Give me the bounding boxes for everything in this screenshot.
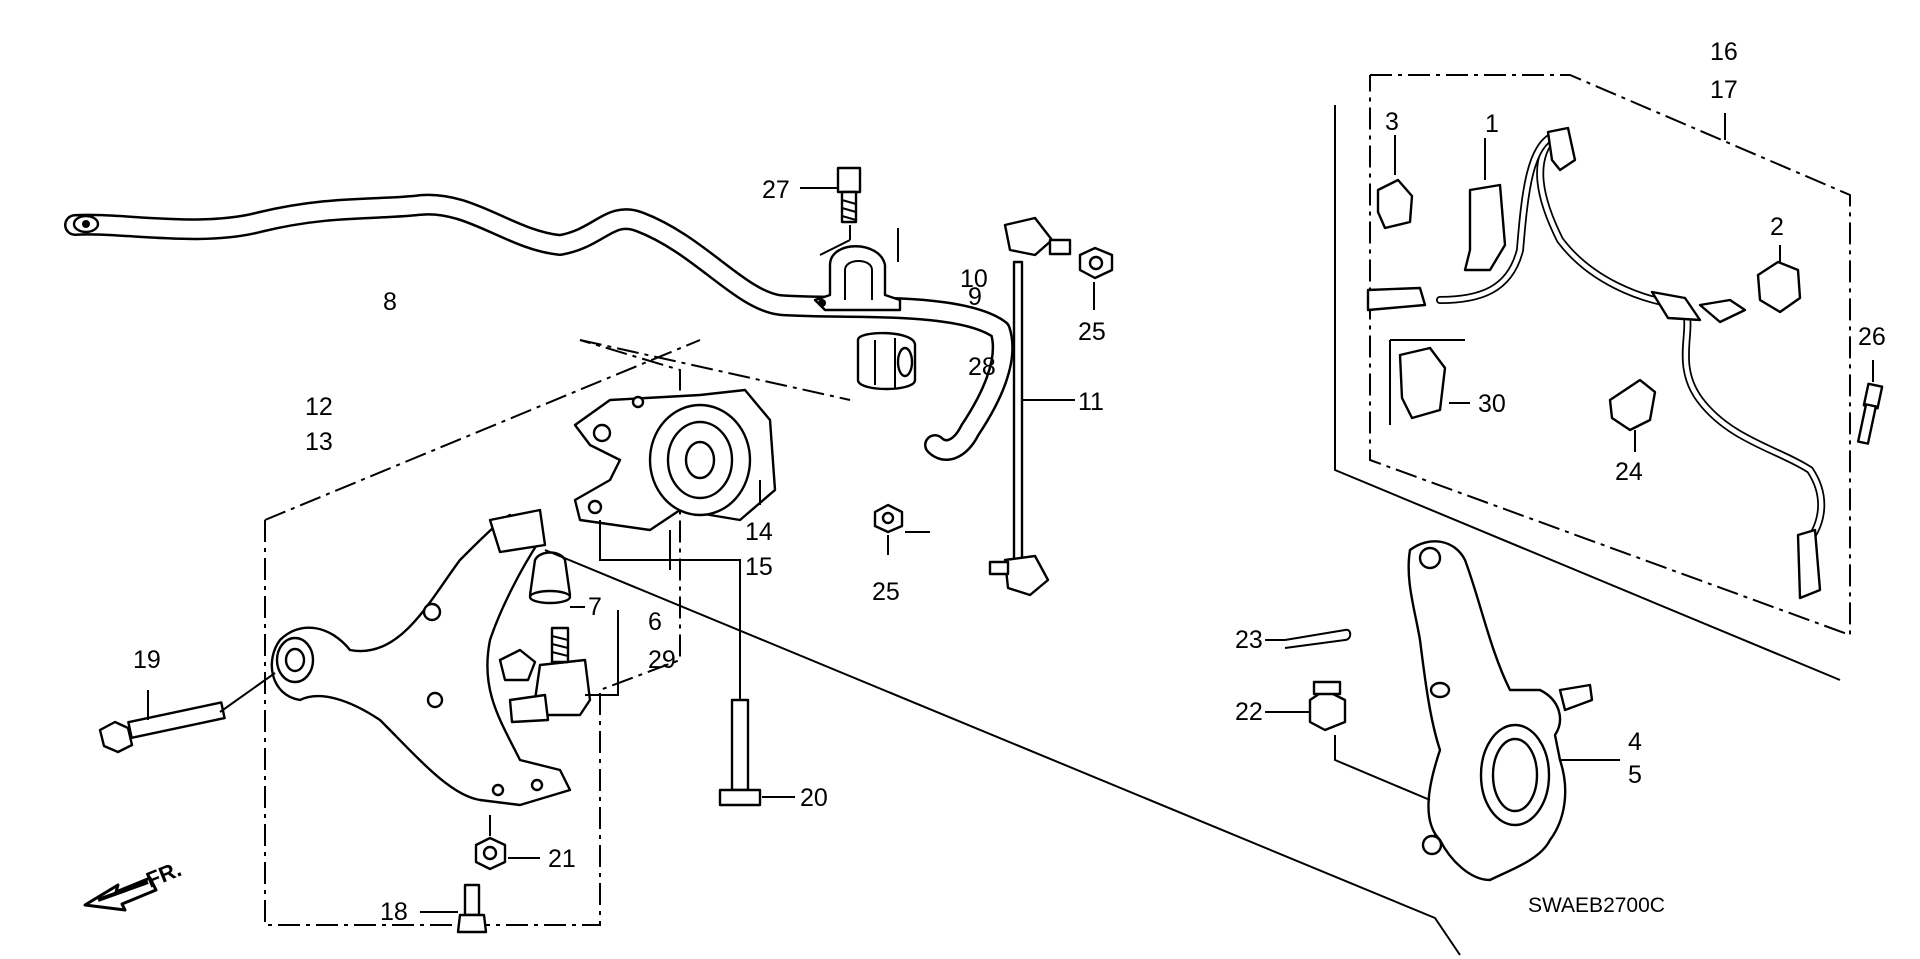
callout-18: 18 (380, 898, 408, 926)
callout-24: 24 (1615, 458, 1643, 486)
callout-30: 30 (1478, 390, 1506, 418)
front-arrow-icon (83, 876, 158, 912)
callout-19: 19 (133, 646, 161, 674)
self-locking-nut-21 (474, 836, 507, 871)
callout-27: 27 (762, 176, 790, 204)
clip-24 (1608, 378, 1657, 432)
callout-2: 2 (1770, 213, 1784, 241)
lower-arm-12 (270, 508, 572, 807)
ball-joint-6 (498, 626, 592, 724)
callout-11: 11 (1078, 388, 1104, 416)
castle-nut-22 (1308, 680, 1347, 732)
callout-5: 5 (1628, 761, 1642, 789)
self-locking-nut-25-top (1078, 246, 1114, 280)
callout-26: 26 (1858, 323, 1886, 351)
callout-1: 1 (1485, 110, 1499, 138)
lower-arm-group-box (264, 339, 851, 926)
callout-3: 3 (1385, 108, 1399, 136)
clip-30 (1398, 346, 1447, 420)
cotter-pin-23 (1284, 628, 1352, 649)
callout-12: 12 (305, 393, 333, 421)
wheel-speed-sensor-16 (1366, 126, 1826, 600)
callout-15: 15 (745, 553, 773, 581)
callout-23: 23 (1235, 626, 1263, 654)
front-indicator: FR. (83, 856, 185, 912)
callout-20: 20 (800, 784, 828, 812)
callout-7: 7 (588, 593, 602, 621)
flange-bolt-20 (718, 698, 762, 807)
drawing-code: SWAEB2700C (1528, 894, 1665, 917)
front-label: FR. (143, 856, 185, 892)
clip-3 (1376, 178, 1414, 230)
callout-6: 6 (648, 608, 662, 636)
callout-13: 13 (305, 428, 333, 456)
stabilizer-holder-10 (813, 245, 902, 312)
callout-8: 8 (383, 288, 397, 316)
flange-bolt-26 (1856, 382, 1884, 445)
stabilizer-link-11 (988, 216, 1072, 597)
flange-bolt-27 (836, 166, 862, 224)
callout-21: 21 (548, 845, 576, 873)
callout-16: 16 (1710, 38, 1738, 66)
sensor-holder-1 (1463, 183, 1507, 272)
knuckle-4 (1407, 540, 1594, 882)
callout-29: 29 (648, 646, 676, 674)
callout-14: 14 (745, 518, 773, 546)
callout-25-bottom: 25 (872, 578, 900, 606)
self-locking-nut-25-bottom (873, 503, 904, 534)
flange-bolt-18 (456, 883, 488, 934)
callout-25-top: 25 (1078, 318, 1106, 346)
sensor-group-shadow-line (1334, 105, 1841, 681)
callout-9: 9 (968, 283, 982, 311)
boot-7 (528, 551, 572, 605)
compliance-bushing-14 (573, 388, 777, 532)
callout-17: 17 (1710, 76, 1738, 104)
stabilizer-bar (64, 193, 1014, 461)
callout-28: 28 (968, 353, 996, 381)
stabilizer-bushing-9 (856, 331, 917, 391)
callout-10: 10 (960, 265, 988, 293)
callout-labels: 1 2 3 4 5 6 7 8 9 10 11 12 13 14 15 16 1… (133, 38, 1886, 926)
sensor-group-box (1369, 74, 1851, 637)
callout-4: 4 (1628, 728, 1642, 756)
flange-bolt-19 (98, 701, 226, 754)
callout-22: 22 (1235, 698, 1263, 726)
clip-2 (1756, 260, 1802, 314)
